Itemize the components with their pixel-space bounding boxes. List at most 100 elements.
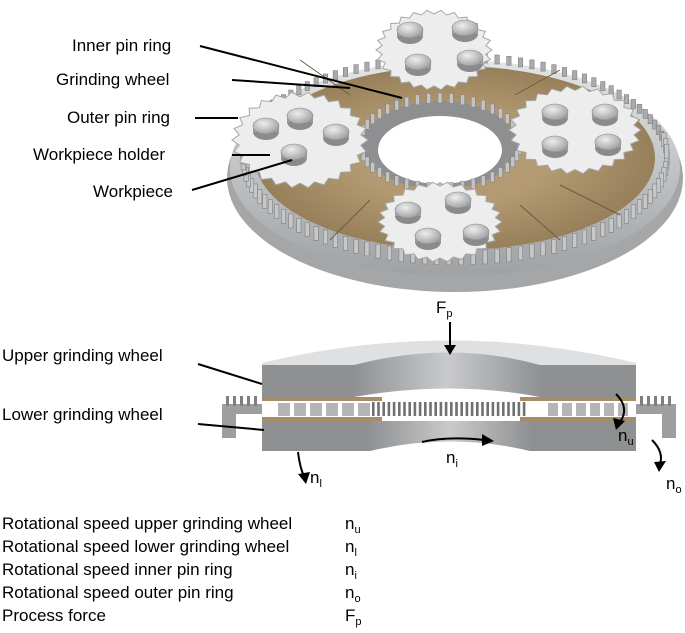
label-upper-grinding-wheel: Upper grinding wheel bbox=[2, 346, 163, 365]
outer-pin bbox=[296, 217, 302, 233]
legend-symbol-ni: ni bbox=[345, 560, 357, 582]
outer-pin bbox=[506, 247, 512, 262]
legend-text-nl: Rotational speed lower grinding wheel bbox=[2, 537, 290, 556]
legend-text-ni: Rotational speed inner pin ring bbox=[2, 560, 233, 579]
inner-pin bbox=[404, 178, 410, 190]
workpiece bbox=[396, 21, 424, 39]
section-pin bbox=[455, 402, 458, 416]
inner-pin bbox=[510, 156, 516, 167]
leader-upper-grinding-wheel bbox=[197, 363, 263, 385]
section-pin bbox=[481, 402, 484, 416]
cross-section bbox=[222, 340, 676, 451]
outer-pin bbox=[506, 56, 512, 66]
outer-pin bbox=[630, 99, 636, 109]
outer-pin bbox=[518, 57, 524, 68]
workpiece-holder bbox=[375, 9, 493, 91]
section-workpiece bbox=[590, 403, 600, 416]
inner-pin bbox=[470, 178, 476, 190]
inner-pin bbox=[377, 167, 382, 178]
outer-pin bbox=[257, 189, 263, 204]
section-pin bbox=[424, 402, 427, 416]
outer-pin bbox=[313, 226, 319, 241]
inner-pin bbox=[377, 108, 382, 119]
section-workpiece bbox=[326, 403, 338, 416]
outer-ring-left bbox=[222, 404, 262, 414]
workpiece bbox=[594, 133, 622, 151]
outer-pin bbox=[364, 61, 370, 72]
workpiece-holder bbox=[231, 91, 369, 189]
section-outer-pin bbox=[226, 396, 229, 406]
section-workpiece bbox=[548, 403, 558, 416]
upper-abrasive-left bbox=[262, 397, 382, 401]
section-outer-pin bbox=[654, 396, 657, 406]
outer-pin bbox=[637, 199, 643, 214]
lower-wheel-left-section bbox=[262, 421, 370, 451]
outer-pin bbox=[561, 236, 567, 251]
workpiece bbox=[414, 227, 442, 245]
inner-pin bbox=[394, 175, 399, 187]
workpiece-holder bbox=[508, 85, 642, 175]
section-pin bbox=[450, 402, 453, 416]
legend-text-no: Rotational speed outer pin ring bbox=[2, 583, 234, 602]
section-pin bbox=[392, 402, 396, 416]
outer-ring-right bbox=[636, 404, 676, 414]
outer-pin bbox=[375, 59, 381, 70]
section-workpiece bbox=[562, 403, 572, 416]
workpiece-holders bbox=[231, 9, 642, 263]
workpiece bbox=[462, 223, 490, 241]
inner-pin bbox=[470, 96, 476, 108]
inner-pin bbox=[404, 96, 410, 108]
force-arrow-head bbox=[444, 345, 456, 355]
outer-pin bbox=[343, 67, 349, 77]
segment-line bbox=[519, 204, 561, 241]
inner-pin bbox=[490, 103, 495, 115]
section-pin bbox=[429, 402, 432, 416]
section-pin bbox=[382, 402, 385, 416]
outer-pin bbox=[386, 245, 392, 261]
inner-pin bbox=[415, 94, 420, 106]
outer-pin bbox=[624, 209, 630, 224]
symbol-ni: ni bbox=[446, 448, 458, 470]
inner-pin bbox=[505, 162, 510, 173]
outer-pin bbox=[353, 64, 359, 74]
section-pin bbox=[465, 402, 469, 416]
lower-abrasive-left bbox=[262, 417, 382, 421]
section-pin bbox=[470, 402, 474, 416]
outer-pin bbox=[642, 109, 648, 119]
section-workpiece bbox=[294, 403, 306, 416]
section-outer-pin bbox=[254, 396, 257, 406]
section-pin bbox=[496, 402, 500, 416]
section-pin bbox=[486, 402, 489, 416]
section-outer-pins-right bbox=[640, 396, 671, 406]
leader-lower-grinding-wheel bbox=[197, 423, 265, 431]
section-workpiece bbox=[358, 403, 370, 416]
ni-arrow bbox=[421, 437, 485, 443]
outer-pin bbox=[647, 114, 653, 124]
outer-pin bbox=[616, 213, 622, 229]
section-workpiece bbox=[310, 403, 322, 416]
section-pin bbox=[512, 402, 515, 416]
outer-pin bbox=[267, 199, 273, 214]
section-pin bbox=[377, 402, 380, 416]
legend-symbol-nu: nu bbox=[345, 514, 361, 536]
section-outer-pin bbox=[247, 396, 250, 406]
inner-pin bbox=[370, 162, 375, 173]
workpiece bbox=[404, 53, 432, 71]
outer-pin bbox=[591, 226, 597, 241]
nl-arrow-head bbox=[298, 472, 310, 484]
section-pin bbox=[413, 402, 417, 416]
legend-symbol-no: no bbox=[345, 583, 361, 605]
label-inner-pin-ring: Inner pin ring bbox=[72, 36, 172, 55]
section-pin bbox=[476, 402, 479, 416]
outer-pin bbox=[529, 59, 535, 70]
no-arrow-head bbox=[654, 461, 666, 472]
inner-pin bbox=[449, 93, 454, 104]
nu-arrow bbox=[615, 393, 626, 423]
section-outer-pin bbox=[647, 396, 650, 406]
workpiece bbox=[286, 107, 314, 125]
inner-pin bbox=[481, 99, 486, 111]
outer-pin bbox=[494, 248, 500, 264]
outer-pin bbox=[262, 194, 268, 209]
outer-pin bbox=[353, 239, 359, 254]
outer-pin bbox=[630, 204, 636, 219]
